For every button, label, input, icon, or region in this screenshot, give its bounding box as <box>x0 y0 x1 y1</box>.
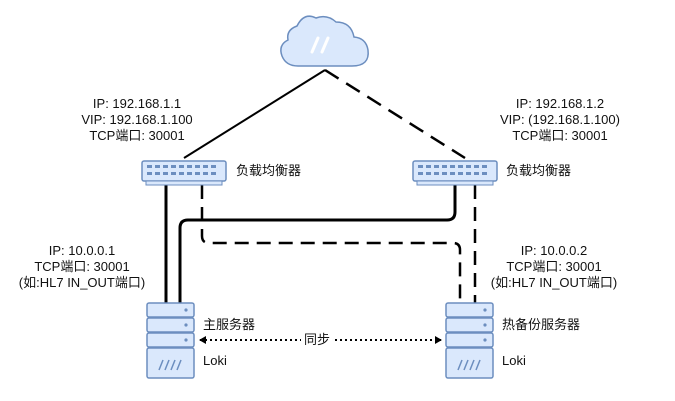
sync-label-bg <box>301 331 335 349</box>
left-server-app: Loki <box>203 353 227 368</box>
left-lb-port: TCP端口: 30001 <box>89 128 185 143</box>
right-server-ip: IP: 10.0.0.2 <box>520 243 588 258</box>
left-lb-name: 负载均衡器 <box>236 163 302 178</box>
right-lb-name: 负载均衡器 <box>506 163 572 178</box>
link-right-lb-left-server <box>178 185 457 303</box>
right-server-icon <box>445 302 494 379</box>
left-server-name: 主服务器 <box>203 317 256 332</box>
left-lb-info: IP: 192.168.1.1 VIP: 192.168.1.100 TCP端口… <box>62 96 212 144</box>
left-switch-icon <box>141 160 227 186</box>
link-cloud-right-lb-standby <box>324 68 466 160</box>
connections <box>164 68 477 344</box>
right-server-app: Loki <box>502 353 526 368</box>
link-left-lb-right-server-standby <box>200 185 462 303</box>
left-server-note: (如:HL7 IN_OUT端口) <box>18 275 146 290</box>
left-lb-ip: IP: 192.168.1.1 <box>92 96 182 111</box>
right-server-note: (如:HL7 IN_OUT端口) <box>490 275 618 290</box>
left-server-info: IP: 10.0.0.1 TCP端口: 30001 (如:HL7 IN_OUT端… <box>2 243 162 291</box>
left-server-ip: IP: 10.0.0.1 <box>48 243 116 258</box>
right-switch-icon <box>412 160 498 186</box>
left-server-port: TCP端口: 30001 <box>34 259 130 274</box>
right-server-port: TCP端口: 30001 <box>506 259 602 274</box>
left-server-icon <box>146 302 195 379</box>
right-server-name: 热备份服务器 <box>502 317 581 332</box>
right-lb-port: TCP端口: 30001 <box>512 128 608 143</box>
link-cloud-left-lb <box>183 69 326 159</box>
cloud-icon <box>280 15 369 67</box>
right-lb-info: IP: 192.168.1.2 VIP: (192.168.1.100) TCP… <box>480 96 640 144</box>
right-lb-ip: IP: 192.168.1.2 <box>515 96 605 111</box>
left-lb-vip: VIP: 192.168.1.100 <box>81 112 193 127</box>
right-lb-vip: VIP: (192.168.1.100) <box>500 112 620 127</box>
right-server-info: IP: 10.0.0.2 TCP端口: 30001 (如:HL7 IN_OUT端… <box>474 243 634 291</box>
sync-label: 同步 <box>304 332 331 347</box>
